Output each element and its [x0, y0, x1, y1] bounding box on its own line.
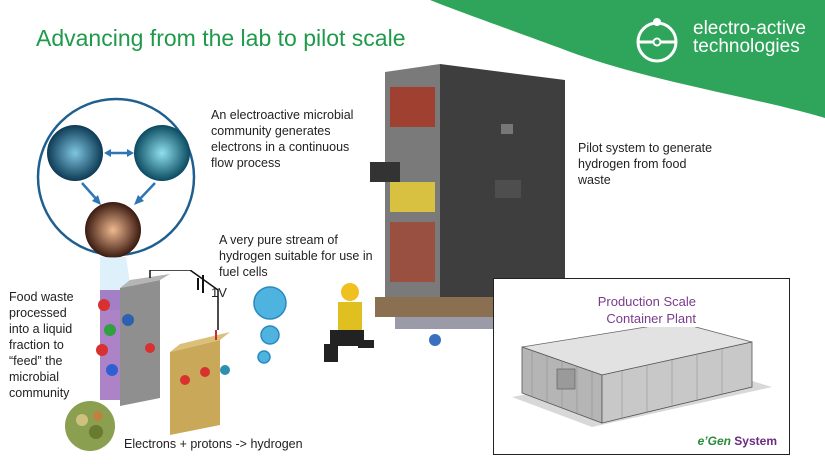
pilot-caption: Pilot system to generate hydrogen from f…	[578, 141, 713, 187]
voltage-label: 1V	[211, 285, 227, 300]
container-title: Production Scale Container Plant	[494, 293, 696, 327]
container-title-line2: Container Plant	[606, 311, 696, 326]
page-title: Advancing from the lab to pilot scale	[36, 25, 406, 51]
equation-caption: Electrons + protons -> hydrogen	[124, 437, 303, 451]
logo-icon	[636, 18, 678, 63]
electrolysis-cell	[96, 270, 230, 435]
microbe-circle-diagram	[36, 97, 196, 310]
container-plant-panel: Production Scale Container Plant e’Gen S…	[493, 278, 790, 455]
logo-line1: electro-active	[693, 18, 806, 39]
microbial-caption: An electroactive microbial community gen…	[211, 108, 354, 170]
hydrogen-caption: A very pure stream of hydrogen suitable …	[219, 233, 373, 279]
header-banner	[430, 0, 825, 118]
logo-line2: technologies	[693, 36, 800, 57]
egen-brand: e’Gen	[697, 434, 731, 448]
food-waste-image	[65, 401, 115, 451]
worker-figure	[324, 283, 374, 362]
container-render-image	[512, 327, 772, 427]
egen-system-word: System	[730, 434, 777, 448]
hydrogen-molecules-icon	[253, 286, 287, 364]
food-waste-caption: Food waste processed into a liquid fract…	[9, 290, 74, 400]
egen-system-label: e’Gen System	[698, 434, 777, 448]
logo-text: electro-active technologies	[693, 18, 806, 57]
container-title-line1: Production Scale	[597, 294, 696, 309]
